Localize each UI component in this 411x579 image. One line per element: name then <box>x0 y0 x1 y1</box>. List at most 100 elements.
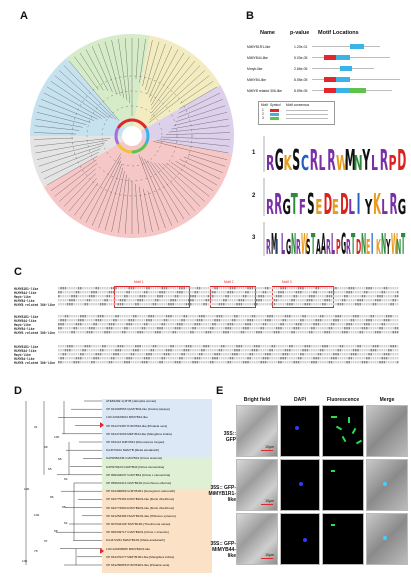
logo-residue: R <box>266 235 271 259</box>
logo-residue: T <box>351 228 355 260</box>
highlight-marker-icon <box>100 548 104 554</box>
bootstrap-value: 86 <box>50 495 54 499</box>
clade-ring-arc <box>144 127 150 145</box>
motif-row-pvalue: 5.03e-05 <box>294 56 308 60</box>
tree-leaf-label: XP 044470277 MiMYB1R1-like [Mangifera in… <box>106 554 174 559</box>
logo-residue: W <box>391 228 398 260</box>
logo-residue: N <box>361 228 366 260</box>
logo-residue: E <box>332 195 339 219</box>
seq-name: MiMYB1R1-like <box>14 345 39 349</box>
legend-motif-number: 1 <box>262 108 264 112</box>
rectangular-phylogenetic-tree: ATE52282.1| MYB [Jatropha curcas]XP 0219… <box>14 395 212 575</box>
bootstrap-value: 65 <box>48 467 52 471</box>
logo-residue: P <box>389 151 397 175</box>
gfp-signal <box>348 417 350 423</box>
bootstrap-value: 91 <box>34 425 38 429</box>
seq-name: MiMYB1R1-like <box>14 315 39 319</box>
motif-row-pvalue: 8.59e-05 <box>294 89 308 93</box>
tree-leaf-label: XP 006434037 CcMYB44 [Citrus x clementin… <box>106 472 171 477</box>
logo-residue: L <box>348 195 355 219</box>
bright-image: 10μm <box>236 513 278 565</box>
col-fluorescence: Fluorescence <box>326 397 360 403</box>
seq-name: Mmyb-like <box>14 323 31 327</box>
legend-swatch <box>270 113 279 116</box>
logo-residue: Y <box>364 195 372 219</box>
logo-residue: K <box>284 151 293 175</box>
tree-center <box>122 126 142 146</box>
motif-legend: Motif Symbol Motif consensus 1 2 3 <box>258 101 335 125</box>
legend-motif-number: 2 <box>262 112 264 116</box>
bright-image: 10μm <box>236 459 278 511</box>
bootstrap-value: 68 <box>58 457 62 461</box>
legend-head-consensus: Motif consensus <box>286 103 310 107</box>
logo-residue: Y <box>362 145 371 178</box>
clade-sector <box>30 57 132 137</box>
bootstrap-value: 100 <box>54 435 60 439</box>
logo-residue: N <box>354 151 363 175</box>
dapi-image <box>280 405 320 457</box>
seq-name: MiMYB1R1-like <box>14 287 39 291</box>
logo-residue: D <box>324 189 333 222</box>
logo-residue: Y <box>386 235 391 259</box>
motif-block-2 <box>324 88 336 93</box>
scale-bar <box>261 503 273 505</box>
merge-image <box>366 513 408 565</box>
gfp-signal <box>341 435 347 443</box>
tree-leaf-label: XP 006439717 CsMYB1R1 [Citrus x sinensis… <box>106 530 169 535</box>
logo-number: 1 <box>252 150 256 156</box>
col-bright-field: Bright field <box>243 397 271 403</box>
motif-block-1 <box>336 55 350 60</box>
logo-residue: C <box>301 151 309 175</box>
bootstrap-value: 98 <box>44 445 48 449</box>
tree-leaf-label: XP 022775454 DzMYB1R1-like [Durio zibeth… <box>106 497 174 502</box>
col-header-pvalue: p-value <box>290 30 310 36</box>
tree-leaf-label: XP 059631314 CiMYB1R1 [Corchorus olitori… <box>106 481 171 485</box>
logo-residue: R <box>310 145 319 178</box>
panel-label-d: D <box>14 385 22 397</box>
logo-residue: F <box>299 195 306 219</box>
nucleus-signal <box>295 426 299 430</box>
logo-residue: D <box>397 145 406 178</box>
logo-residue: G <box>282 195 290 219</box>
motif-block-1 <box>336 88 350 93</box>
logo-residue: G <box>341 228 346 260</box>
logo-residue: L <box>381 195 388 219</box>
seq-name: MiMYB4-like <box>14 327 35 331</box>
logo-residue: S <box>306 235 311 259</box>
motif-row-pvalue: 1.20e-01 <box>294 45 308 49</box>
seq-name: MiMYB4-like <box>14 357 35 361</box>
seq-name: Mmyb-like <box>14 353 31 357</box>
fluor-image <box>322 513 364 565</box>
gfp-signal <box>331 524 335 526</box>
logo-residue: M <box>345 145 356 178</box>
logo-residue: P <box>336 235 341 259</box>
seq-name: Mmyb-like <box>14 295 31 299</box>
scale-bar-label: 10μm <box>265 445 274 449</box>
clade-sector <box>66 34 150 136</box>
motif-block-2 <box>324 55 336 60</box>
panel-label-c: C <box>14 266 22 278</box>
logo-residue: K <box>376 235 381 259</box>
panel-label-e: E <box>216 385 224 397</box>
bootstrap-value: 78 <box>34 549 38 553</box>
logo-residue: R <box>266 151 275 175</box>
logo-number: 3 <box>252 235 256 241</box>
legend-head-motif: Motif <box>261 103 268 107</box>
legend-swatch <box>270 117 279 120</box>
logo-residue: A <box>316 235 321 259</box>
gfp-signal <box>351 427 357 435</box>
seq-name: MiMYB related 306-like <box>14 303 55 307</box>
logo-residue: G <box>398 195 406 219</box>
circular-phylogenetic-tree <box>30 34 235 238</box>
motif-block-2 <box>324 77 336 82</box>
dapi-image <box>280 513 320 565</box>
logo-residue: N <box>291 228 296 260</box>
clade-sector <box>30 136 132 187</box>
panel-label-b: B <box>246 10 254 22</box>
clade-highlight <box>102 457 212 489</box>
col-dapi: DAPI <box>294 397 306 403</box>
tree-leaf-label: KAH970224 CsMYB44 [Citrus clementina] <box>106 464 164 469</box>
motif-row-name: MiMYB44-like <box>247 56 268 60</box>
